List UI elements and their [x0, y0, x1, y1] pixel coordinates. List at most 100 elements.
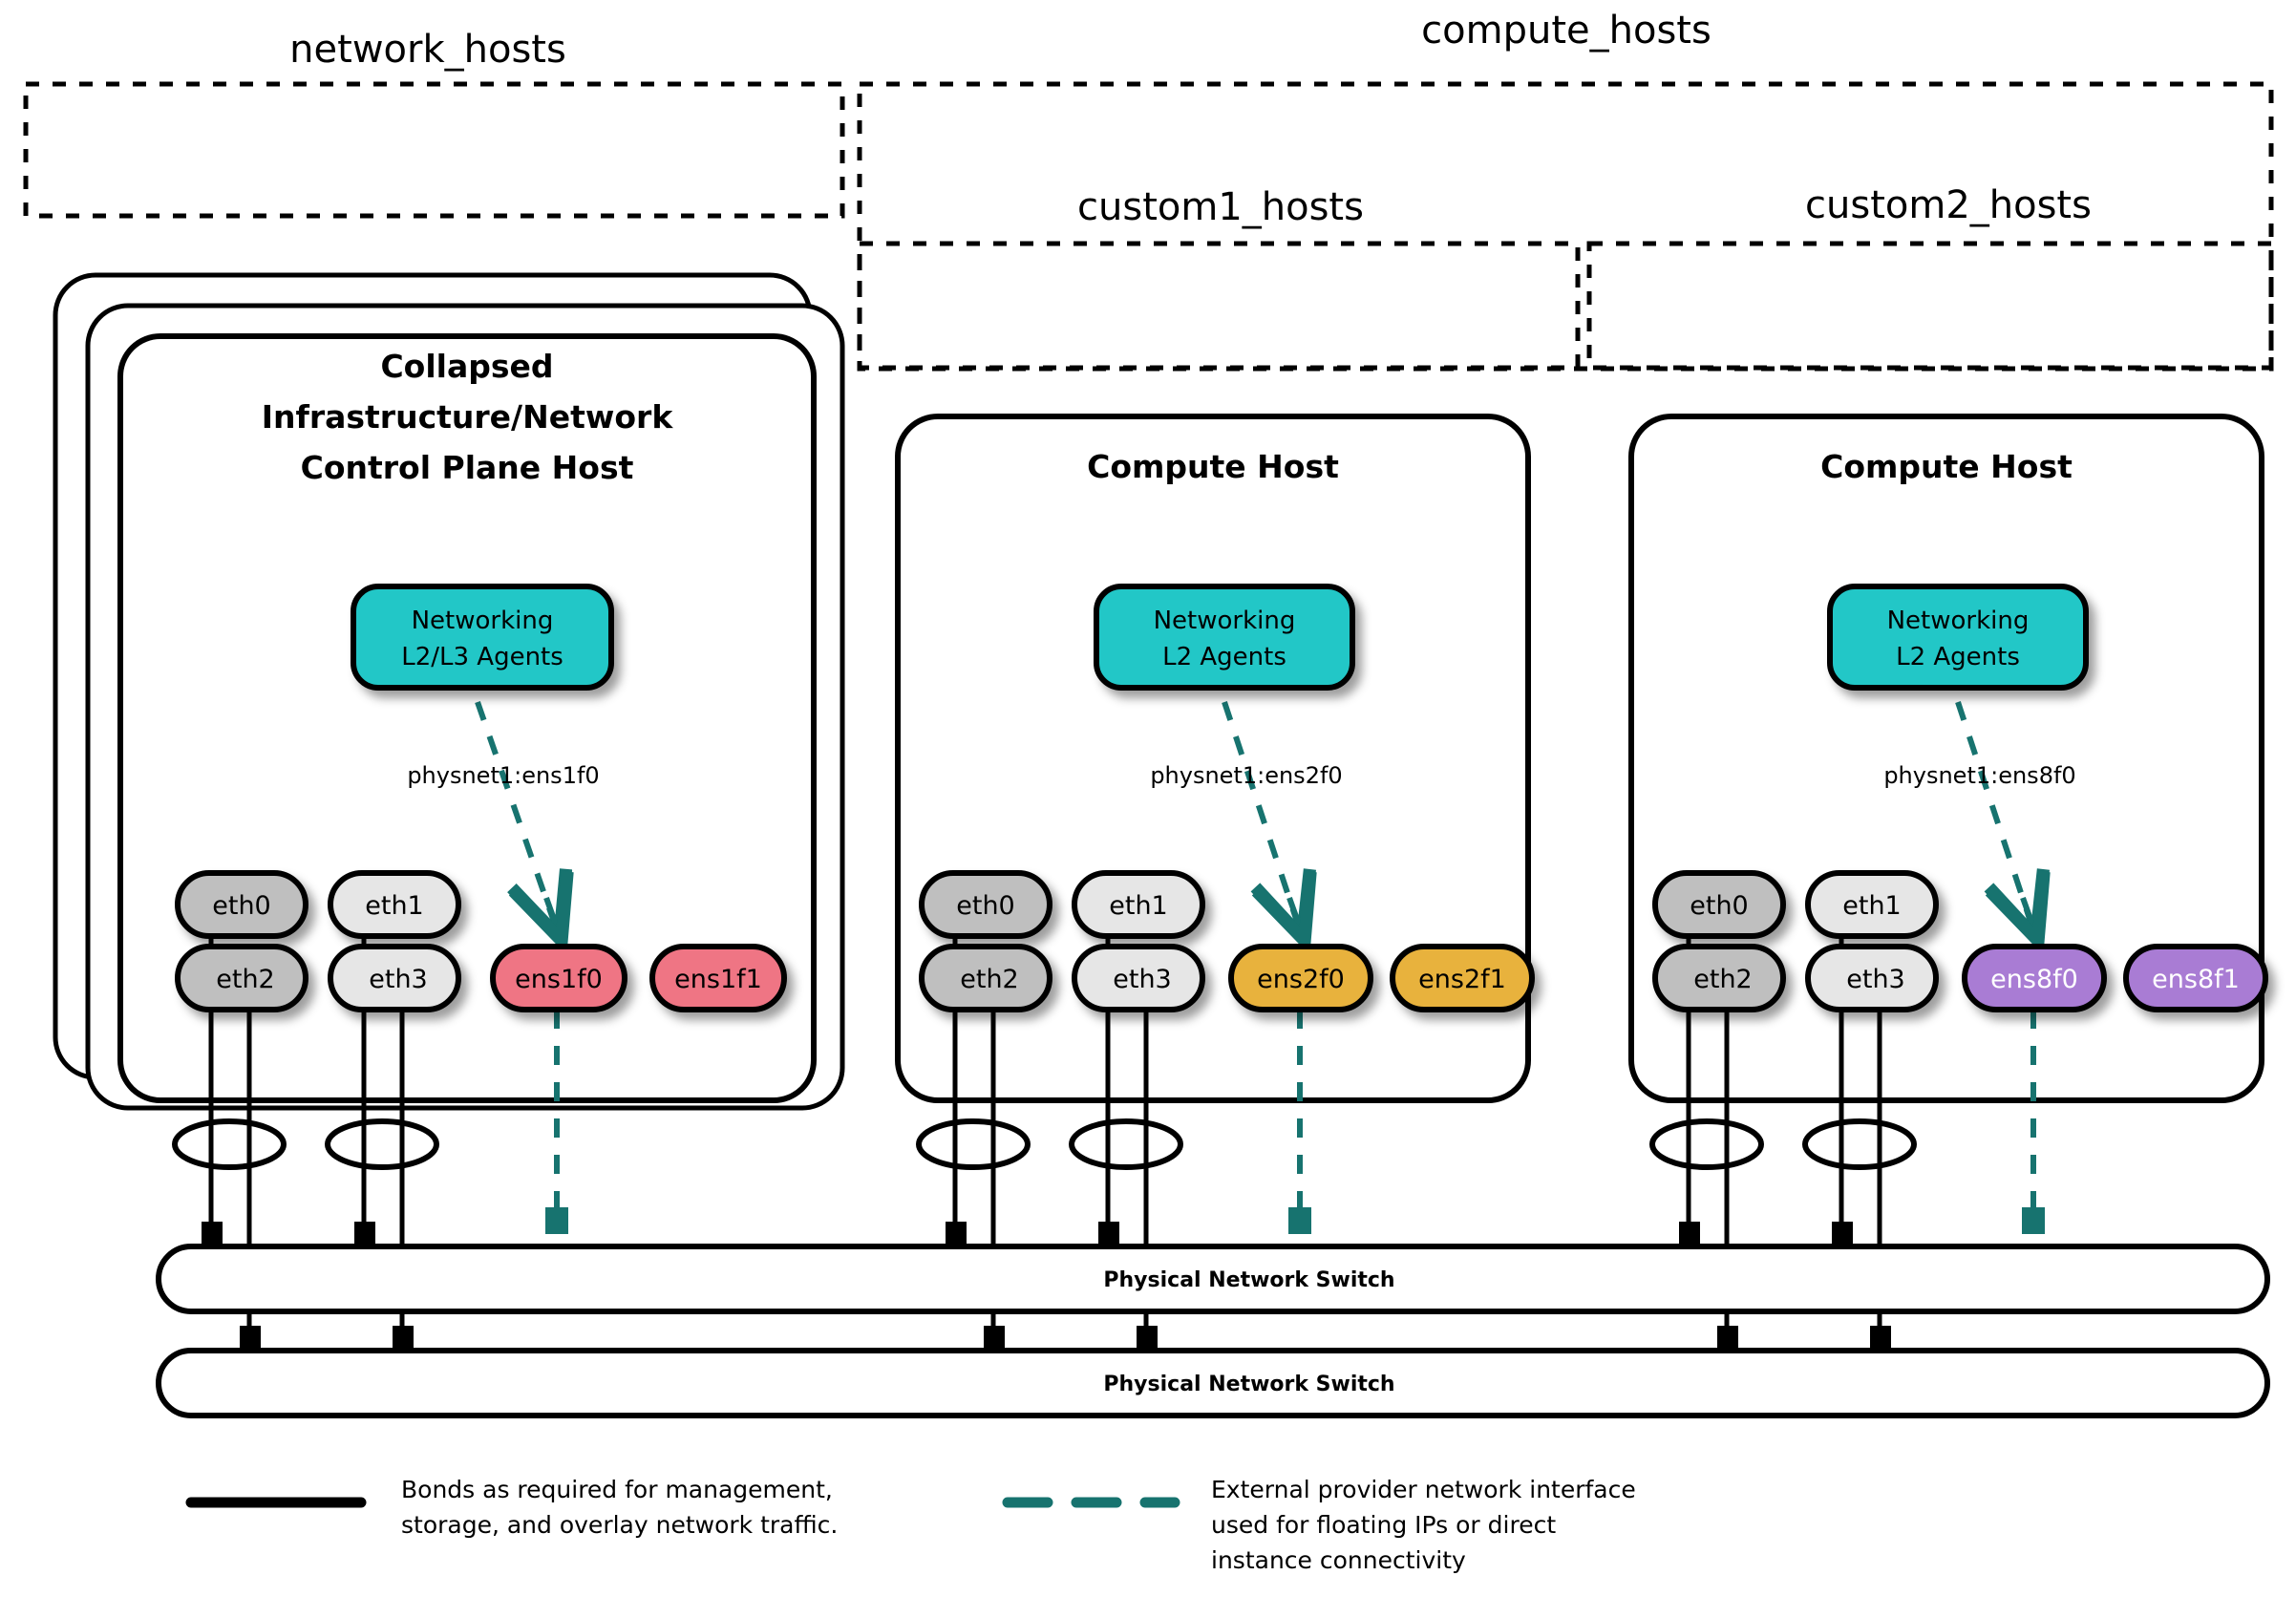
physical-switch-bottom-label: Physical Network Switch	[1103, 1373, 1394, 1396]
nic-pill-ens8f1[interactable]	[2123, 944, 2268, 1012]
group-box-custom1-hosts	[857, 241, 1581, 371]
host-title-compute-1: Compute Host	[1087, 448, 1339, 485]
nic-pill-ens1f1[interactable]	[649, 944, 787, 1012]
bond-ellipse-host1-a	[172, 1118, 287, 1170]
host-title-line-2: Infrastructure/Network	[262, 398, 674, 436]
switch-port-h2-eth0	[946, 1222, 967, 1248]
group-title-compute-hosts: compute_hosts	[1421, 9, 1711, 53]
nic-pill-eth2[interactable]	[175, 944, 308, 1012]
nic-label-c2-eth0: eth0	[1690, 891, 1749, 921]
bond-ellipse-host3-b	[1802, 1118, 1917, 1170]
provider-port-ens8f0	[2022, 1207, 2045, 1234]
agent-pill-l2l3[interactable]	[351, 584, 614, 691]
legend-provider-line-2: used for floating IPs or direct	[1211, 1511, 1556, 1539]
group-title-custom2-hosts: custom2_hosts	[1805, 183, 2092, 227]
nic-pill-c1-eth1[interactable]	[1072, 870, 1205, 939]
provider-link-ens8f0-arrow2	[2023, 898, 2032, 925]
agent-pill-l2-compute-1[interactable]	[1094, 584, 1355, 691]
legend-bond-line-2: storage, and overlay network traffic.	[401, 1511, 838, 1539]
agent-label-line-2: L2/L3 Agents	[401, 643, 563, 671]
physnet-label-ens1f0: physnet1:ens1f0	[407, 762, 599, 789]
agent-label-c2-line-2: L2 Agents	[1896, 643, 2020, 671]
switch-port-h1-eth2	[240, 1326, 261, 1352]
nic-pill-ens8f0[interactable]	[1962, 944, 2107, 1012]
host-title-compute-2: Compute Host	[1820, 448, 2073, 485]
nic-label-ens2f1: ens2f1	[1418, 965, 1506, 994]
nic-pill-eth1[interactable]	[328, 870, 461, 939]
nic-label-eth3: eth3	[369, 965, 428, 994]
switch-port-h1-eth0	[202, 1222, 223, 1248]
nic-pill-eth0[interactable]	[175, 870, 308, 939]
nic-pill-ens1f0[interactable]	[490, 944, 627, 1012]
nic-pill-c2-eth1[interactable]	[1805, 870, 1939, 939]
nic-pill-ens2f1[interactable]	[1390, 944, 1535, 1012]
physnet-label-ens2f0: physnet1:ens2f0	[1150, 762, 1342, 789]
agent-label-c2-line-1: Networking	[1887, 607, 2030, 635]
switch-port-h3-eth0	[1679, 1222, 1700, 1248]
host-card-compute-1[interactable]	[895, 414, 1531, 1103]
switch-port-h2-eth2	[984, 1326, 1005, 1352]
nic-pill-c1-eth0[interactable]	[919, 870, 1052, 939]
switch-port-h2-eth3	[1137, 1326, 1158, 1352]
nic-label-eth2: eth2	[216, 965, 275, 994]
nic-label-c2-eth2: eth2	[1693, 965, 1753, 994]
nic-label-c1-eth1: eth1	[1109, 891, 1168, 921]
nic-pill-c1-eth3[interactable]	[1072, 944, 1205, 1012]
nic-label-ens8f1: ens8f1	[2152, 965, 2240, 994]
host-title-line-3: Control Plane Host	[301, 449, 634, 486]
provider-port-ens2f0	[1288, 1207, 1311, 1234]
nic-pill-ens2f0[interactable]	[1228, 944, 1373, 1012]
agent-label-c1-line-1: Networking	[1154, 607, 1296, 635]
legend-provider-line-1: External provider network interface	[1211, 1476, 1636, 1503]
nic-label-ens8f0: ens8f0	[1990, 965, 2078, 994]
group-title-network-hosts: network_hosts	[289, 28, 566, 72]
nic-label-c1-eth2: eth2	[960, 965, 1019, 994]
host-card-compute-2[interactable]	[1628, 414, 2264, 1103]
legend-provider-line-3: instance connectivity	[1211, 1546, 1466, 1574]
nic-label-ens2f0: ens2f0	[1257, 965, 1345, 994]
physnet-label-ens8f0: physnet1:ens8f0	[1883, 762, 2075, 789]
group-box-compute-hosts	[857, 81, 2274, 372]
agent-label-c1-line-2: L2 Agents	[1162, 643, 1286, 671]
nic-pill-c2-eth3[interactable]	[1805, 944, 1939, 1012]
nic-pill-c2-eth0[interactable]	[1652, 870, 1786, 939]
group-box-network-hosts	[23, 81, 845, 219]
bond-ellipse-host2-b	[1069, 1118, 1183, 1170]
switch-port-h1-eth1	[354, 1222, 375, 1248]
legend-bond-line-1: Bonds as required for management,	[401, 1476, 833, 1503]
nic-label-c1-eth3: eth3	[1113, 965, 1172, 994]
switch-port-h1-eth3	[393, 1326, 414, 1352]
bond-ellipse-host2-a	[916, 1118, 1031, 1170]
physical-switch-bottom[interactable]	[156, 1348, 2270, 1418]
bond-ellipse-host1-b	[325, 1118, 439, 1170]
agent-pill-l2-compute-2[interactable]	[1827, 584, 2089, 691]
nic-pill-eth3[interactable]	[328, 944, 461, 1012]
physical-switch-top-label: Physical Network Switch	[1103, 1268, 1394, 1292]
nic-label-c2-eth3: eth3	[1846, 965, 1905, 994]
physical-switch-top[interactable]	[156, 1244, 2270, 1314]
provider-link-ens1f0-arrow2	[546, 898, 556, 925]
nic-label-c2-eth1: eth1	[1842, 891, 1902, 921]
nic-label-ens1f0: ens1f0	[515, 965, 603, 994]
switch-port-h2-eth1	[1098, 1222, 1119, 1248]
switch-port-h3-eth3	[1870, 1326, 1891, 1352]
switch-port-h3-eth1	[1832, 1222, 1853, 1248]
nic-label-eth0: eth0	[212, 891, 271, 921]
group-title-custom1-hosts: custom1_hosts	[1077, 185, 1364, 229]
switch-port-h3-eth2	[1717, 1326, 1738, 1352]
agent-label-line-1: Networking	[412, 607, 554, 635]
nic-pill-c2-eth2[interactable]	[1652, 944, 1786, 1012]
provider-link-ens2f0-arrow2	[1289, 898, 1299, 925]
host-title-line-1: Collapsed	[380, 348, 553, 385]
nic-label-ens1f1: ens1f1	[674, 965, 762, 994]
nic-label-eth1: eth1	[365, 891, 424, 921]
nic-pill-c1-eth2[interactable]	[919, 944, 1052, 1012]
nic-label-c1-eth0: eth0	[956, 891, 1015, 921]
